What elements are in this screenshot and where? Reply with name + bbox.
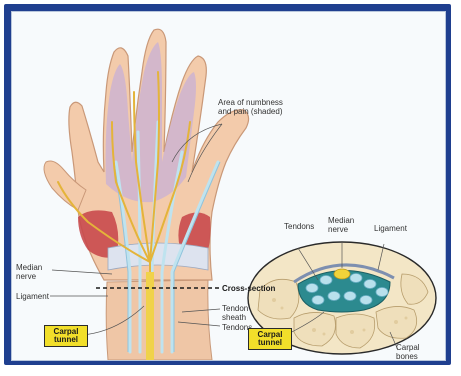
label-inset-ligament: Ligament bbox=[374, 224, 407, 233]
illustration-panel: Area of numbness and pain (shaded) Media… bbox=[11, 11, 446, 361]
forearm bbox=[106, 280, 212, 360]
nerve-trunk bbox=[146, 272, 154, 360]
label-tendon-sheath: Tendon sheath bbox=[222, 304, 258, 322]
hand bbox=[44, 29, 249, 360]
tag-inset-carpal-tunnel: Carpal tunnel bbox=[248, 328, 292, 350]
inset-median-nerve bbox=[334, 269, 350, 279]
label-median-nerve: Median nerve bbox=[16, 263, 56, 281]
label-inset-tendons: Tendons bbox=[284, 222, 314, 231]
label-inset-median-nerve: Median nerve bbox=[328, 216, 362, 234]
label-area-numbness: Area of numbness and pain (shaded) bbox=[218, 98, 298, 116]
label-carpal-bones: Carpal bones bbox=[396, 343, 426, 361]
label-ligament: Ligament bbox=[16, 292, 49, 301]
tag-carpal-tunnel: Carpal tunnel bbox=[44, 325, 88, 347]
label-cross-section: Cross-section bbox=[222, 284, 275, 293]
